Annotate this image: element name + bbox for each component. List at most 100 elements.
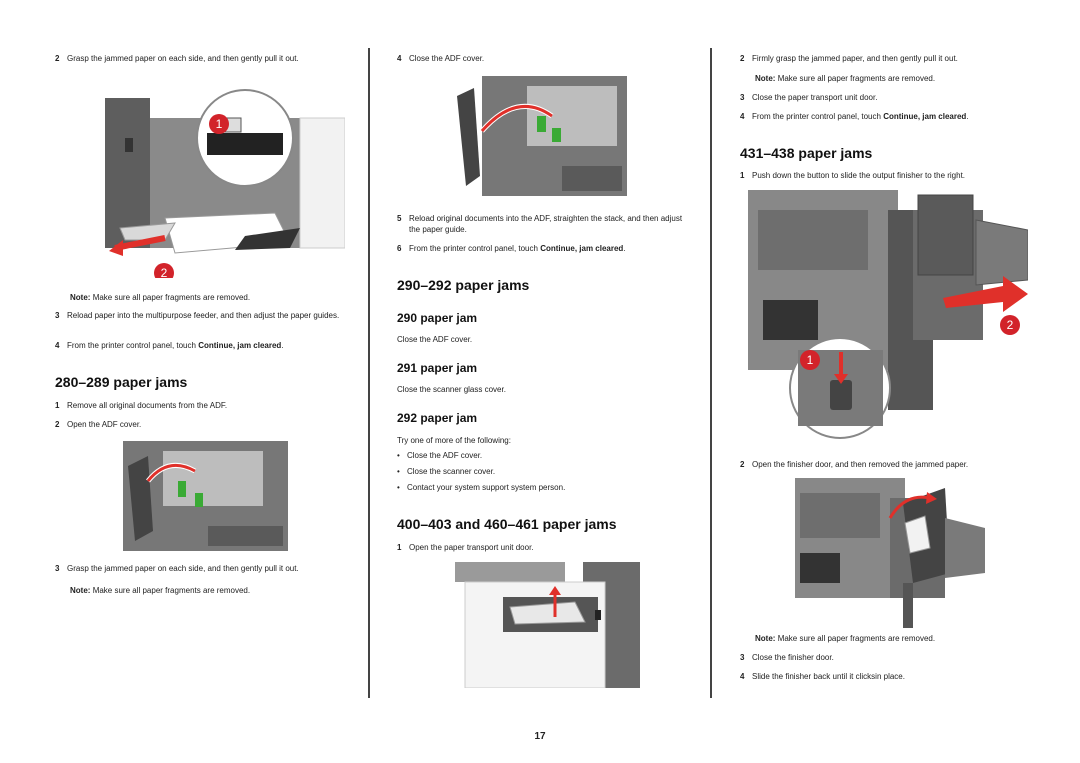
figure-close-adf	[457, 76, 627, 196]
step-text: Close the paper transport unit door.	[752, 93, 878, 102]
step-number: 4	[740, 672, 745, 681]
jammed-paper	[904, 515, 931, 554]
green-lever	[178, 481, 186, 497]
step-text: Firmly grasp the jammed paper, and then …	[752, 54, 958, 63]
step-text: From the printer control panel, touch Co…	[67, 341, 284, 350]
zoom-detail	[207, 133, 283, 155]
note: Note: Make sure all paper fragments are …	[70, 292, 350, 303]
paragraph: Close the ADF cover.	[397, 335, 473, 344]
open-arrow	[146, 463, 196, 482]
step-text: Push down the button to slide the output…	[752, 171, 966, 180]
step: 5 Reload original documents into the ADF…	[397, 213, 692, 237]
adf-cover	[457, 88, 480, 186]
bullet-text: Close the ADF cover.	[407, 451, 483, 460]
step-text: Open the ADF cover.	[67, 420, 142, 429]
section-heading: 290–292 paper jams	[397, 277, 530, 293]
callout-2-label: 2	[1007, 318, 1014, 332]
figure-pull-paper-mp-feeder: 1 2	[105, 89, 345, 278]
stand	[903, 583, 913, 628]
paragraph: Try one of more of the following:	[397, 436, 511, 445]
adf-tray	[163, 451, 263, 506]
pull-arrow-head	[109, 240, 123, 256]
step-number: 3	[740, 93, 745, 102]
note: Note: Make sure all paper fragments are …	[755, 633, 1030, 644]
step-number: 3	[55, 311, 60, 320]
figure-slide-finisher: 2 1	[748, 190, 1028, 439]
step-text: Reload original documents into the ADF, …	[409, 214, 683, 234]
scanner	[758, 210, 868, 270]
note-text: Make sure all paper fragments are remove…	[777, 74, 936, 83]
step-number: 5	[397, 214, 402, 223]
finisher-trays	[975, 219, 1028, 286]
section-heading: 431–438 paper jams	[740, 145, 873, 161]
bullet-dot: •	[397, 483, 400, 492]
step-text: From the printer control panel, touch Co…	[409, 244, 626, 253]
finisher-top	[917, 194, 974, 276]
section-heading: 280–289 paper jams	[55, 374, 188, 390]
step-text: Close the ADF cover.	[409, 54, 485, 63]
adf-cover-open	[128, 456, 153, 541]
step: 3 Reload paper into the multipurpose fee…	[55, 310, 340, 334]
control-panel	[562, 166, 622, 191]
control-panel-screen	[800, 553, 840, 583]
scanner	[800, 493, 880, 538]
note-label: Note:	[755, 74, 776, 83]
step-number: 6	[397, 244, 402, 253]
column-divider-2	[710, 48, 712, 698]
callout-2	[1000, 315, 1020, 335]
figure-open-finisher-door	[795, 478, 985, 628]
step-text: Slide the finisher back until it clicksi…	[752, 672, 905, 681]
release-button	[830, 380, 852, 410]
bullet-text: Close the scanner cover.	[407, 467, 496, 476]
note-label: Note:	[70, 586, 91, 595]
callout-2	[154, 263, 174, 278]
note-label: Note:	[755, 634, 776, 643]
open-arrow	[888, 495, 931, 519]
step-number: 2	[740, 54, 745, 63]
callout-1	[209, 114, 229, 134]
step-number: 2	[55, 420, 60, 429]
figure-open-adf	[123, 441, 288, 551]
step-text: Grasp the jammed paper on each side, and…	[67, 564, 299, 573]
bullet-text: Contact your system support system perso…	[407, 483, 566, 492]
green-lever	[552, 128, 561, 142]
door-latch	[595, 610, 601, 620]
green-lever	[195, 493, 203, 507]
finisher-trays	[945, 518, 985, 578]
note: Note: Make sure all paper fragments are …	[70, 585, 350, 596]
step-text: Open the finisher door, and then removed…	[752, 460, 969, 469]
step-text: From the printer control panel, touch Co…	[752, 112, 969, 121]
jammed-paper	[509, 601, 586, 625]
subheading: 292 paper jam	[397, 411, 478, 425]
callout-1-label: 1	[807, 353, 814, 367]
printer-body-dark	[105, 98, 150, 248]
callout-1-label: 1	[216, 117, 223, 131]
subheading: 290 paper jam	[397, 311, 478, 325]
open-arrow-head	[926, 492, 937, 504]
step-text: Grasp the jammed paper on each side, and…	[67, 54, 299, 63]
slide-arrow	[943, 276, 1028, 312]
printer-side	[299, 117, 345, 249]
tray-extension	[235, 228, 300, 250]
bullet-dot: •	[397, 467, 400, 476]
callout-2-label: 2	[161, 266, 168, 278]
green-lever	[537, 116, 546, 132]
step-number: 3	[55, 564, 60, 573]
pull-arrow	[114, 235, 166, 251]
page-number: 17	[534, 731, 546, 742]
step-number: 1	[397, 543, 402, 552]
step-text: Open the paper transport unit door.	[409, 543, 534, 552]
step-text: Remove all original documents from the A…	[67, 401, 228, 410]
note: Note: Make sure all paper fragments are …	[755, 73, 1030, 84]
control-panel	[208, 526, 283, 546]
step-text: Reload paper into the multipurpose feede…	[67, 311, 340, 320]
step-number: 2	[740, 460, 745, 469]
subheading: 291 paper jam	[397, 361, 478, 375]
note-label: Note:	[70, 293, 91, 302]
column-divider-1	[368, 48, 370, 698]
note-text: Make sure all paper fragments are remove…	[92, 586, 251, 595]
step-number: 4	[55, 341, 60, 350]
control-panel-screen	[763, 300, 818, 340]
open-arrow-head	[549, 586, 561, 595]
section-heading: 400–403 and 460–461 paper jams	[397, 516, 617, 532]
